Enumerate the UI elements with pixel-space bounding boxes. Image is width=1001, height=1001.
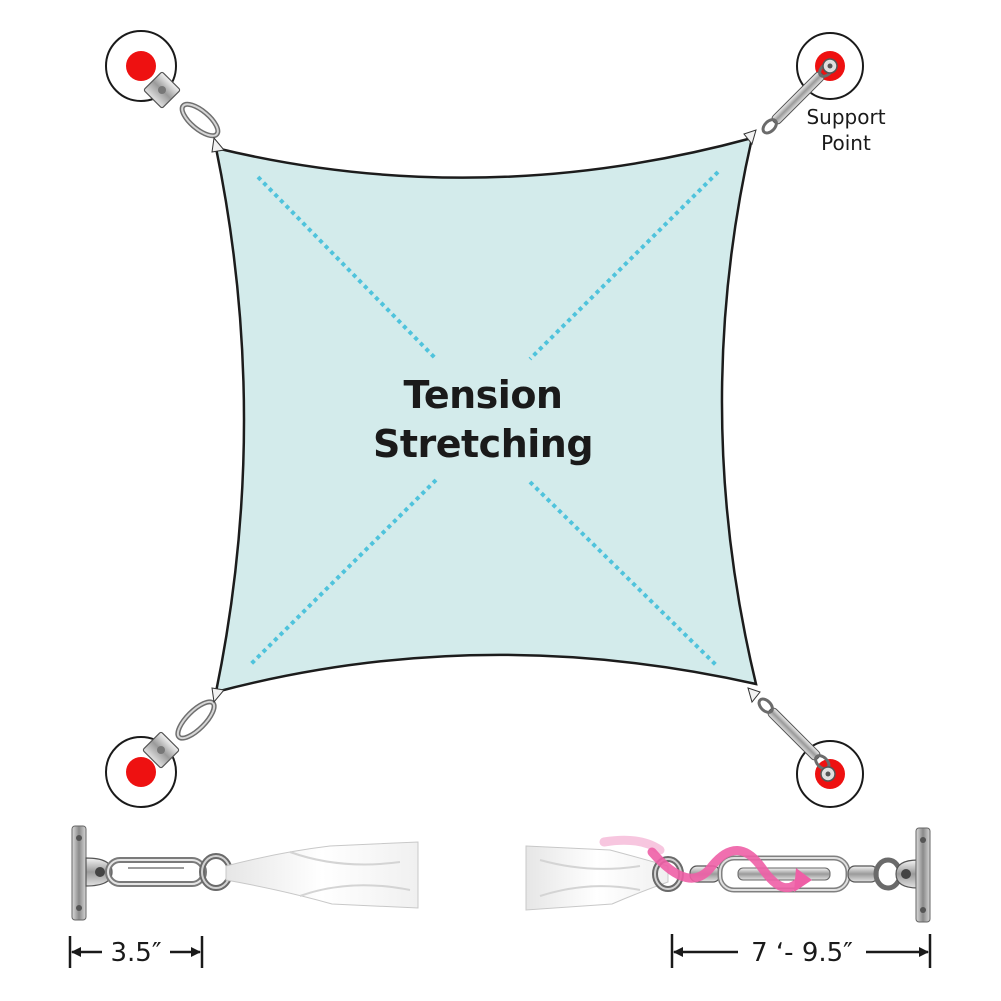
turnbuckle-hardware (525, 827, 931, 923)
dimension-right-label: 7 ʻ- 9.5″ (751, 938, 853, 968)
sail-strap (225, 841, 419, 909)
center-label-line1: Tension (403, 373, 562, 417)
support-point-label-line1: Support (806, 105, 885, 129)
snap-hook-hardware (71, 825, 419, 921)
snap-hook-icon (105, 857, 207, 887)
dimension-left: 3.5″ (68, 936, 204, 968)
shade-sail (214, 136, 758, 694)
dimension-left-label: 3.5″ (110, 938, 161, 968)
snap-hook-icon (175, 699, 217, 741)
tension-line-top-left (256, 175, 438, 361)
dimension-right: 7 ʻ- 9.5″ (670, 934, 932, 968)
tension-line-bottom-left (248, 478, 438, 667)
center-label-line2: Stretching (373, 422, 593, 466)
anchor-bottom-right (747, 687, 864, 808)
anchor-top-left (105, 30, 225, 153)
support-point-label-line2: Point (821, 131, 871, 155)
anchor-top-right: Support Point (743, 32, 886, 155)
pad-eye-icon (143, 71, 181, 109)
tension-line-bottom-right (528, 480, 718, 667)
sail-strap (525, 845, 669, 911)
pad-eye-icon (822, 58, 838, 74)
pad-eye-icon (142, 731, 180, 769)
snap-hook-icon (179, 101, 221, 139)
twist-arrow-icon (599, 835, 812, 893)
tension-lines (248, 170, 720, 667)
anchor-bottom-left (105, 687, 225, 808)
pad-eye-icon (820, 766, 836, 782)
wall-plate-icon (915, 827, 931, 923)
